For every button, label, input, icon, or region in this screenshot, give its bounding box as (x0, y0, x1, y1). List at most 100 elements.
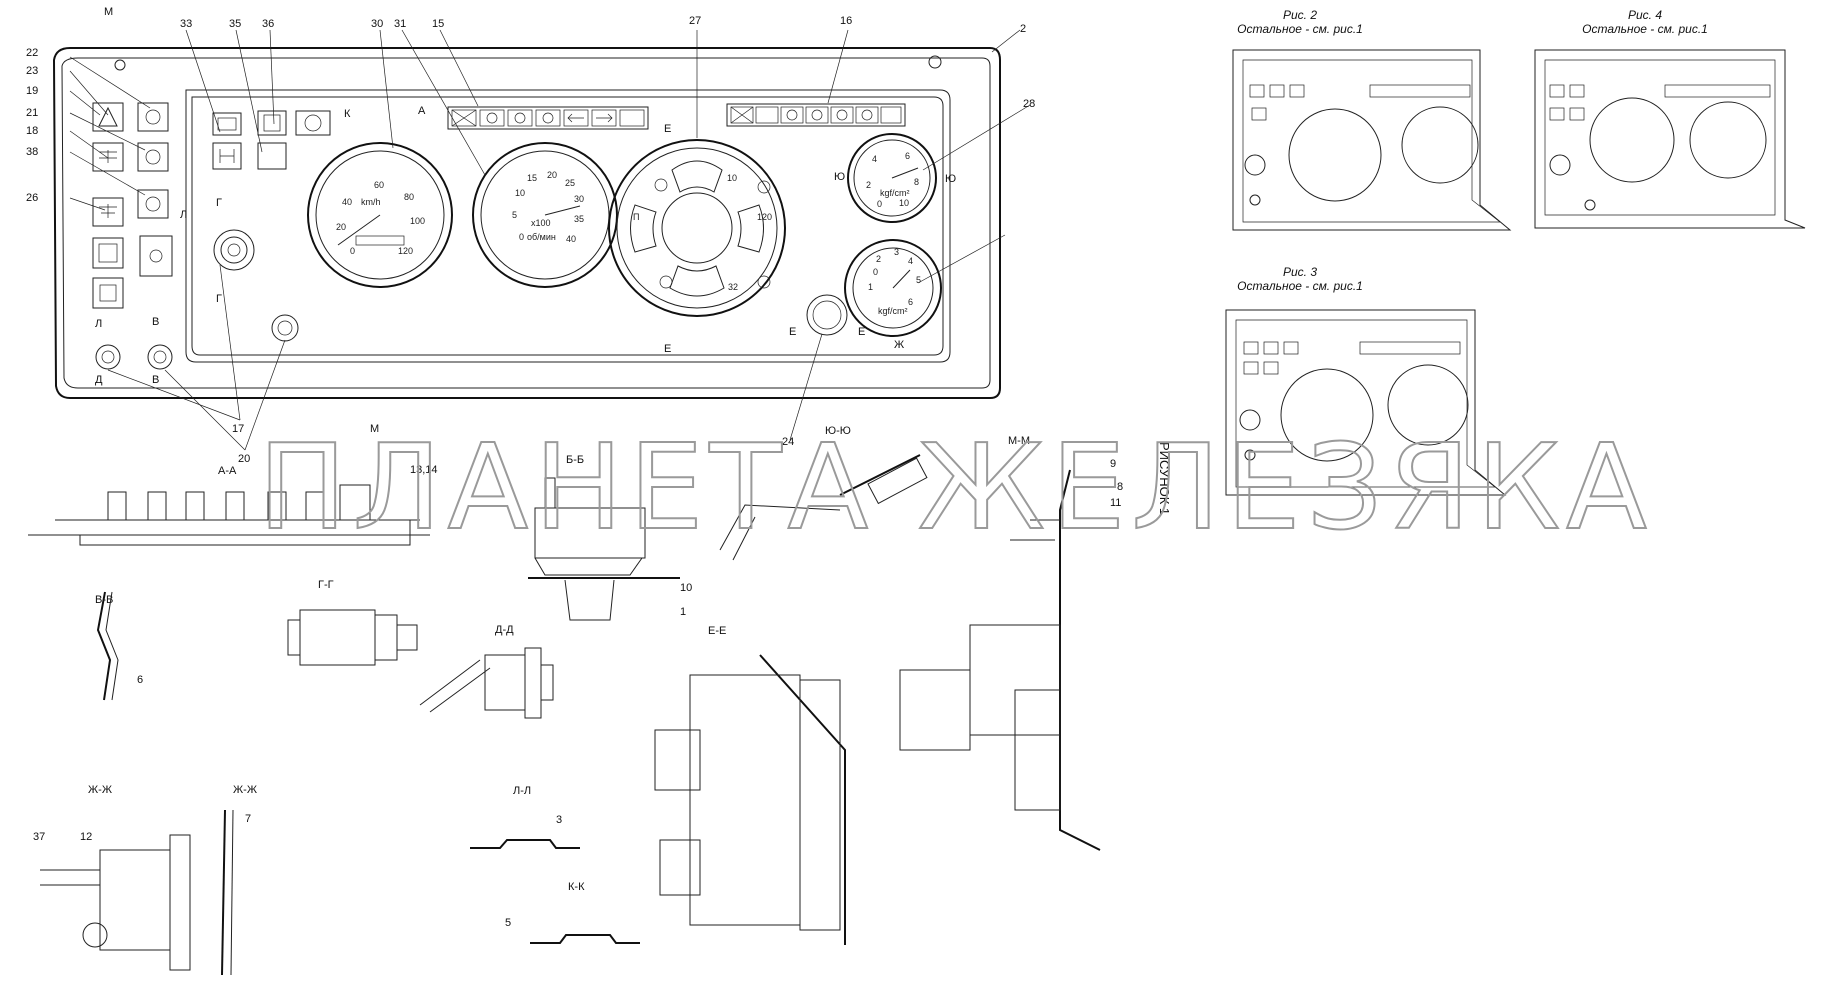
pbot-tick: 3 (894, 247, 899, 257)
pbot-tick: 2 (876, 254, 881, 264)
callout-label: 26 (26, 192, 38, 204)
figure-3: Рис. 3 Остальное - см. рис.1 (1225, 265, 1507, 496)
callout-label: 28 (1023, 98, 1035, 110)
tach-tick: 40 (566, 234, 576, 244)
figure-subtitle: Остальное - см. рис.1 (1237, 22, 1363, 36)
callout-label: 7 (245, 813, 251, 825)
section-ll: Л-Л (470, 785, 580, 849)
callout-label: 20 (238, 453, 250, 465)
combo-tick: 32 (728, 282, 738, 292)
speed-tick: 80 (404, 192, 414, 202)
callout-label: 27 (689, 15, 701, 27)
section-marker: Е (664, 343, 671, 355)
section-zh2: Ж-Ж (221, 784, 257, 976)
tach-tick: 20 (547, 170, 557, 180)
section-label: Л-Л (513, 785, 531, 797)
callout-label: 31 (394, 18, 406, 30)
tach-tick: 10 (515, 188, 525, 198)
combination-gauge: 10 120 32 П (608, 139, 786, 317)
callout-label: 33 (180, 18, 192, 30)
figure-4: Рис. 4 Остальное - см. рис.1 (1534, 8, 1806, 229)
callout-label: 9 (1110, 458, 1116, 470)
tach-tick: 5 (512, 210, 517, 220)
combo-tick: 120 (757, 212, 772, 222)
side-label: РИСУНОК 1 (1157, 442, 1172, 515)
section-marker: К (344, 108, 351, 120)
callout-label: 30 (371, 18, 383, 30)
section-marker: Д (95, 374, 103, 386)
speed-tick: 100 (410, 216, 425, 226)
speed-tick: 40 (342, 197, 352, 207)
speedometer: km/h 20 40 60 80 100 120 0 (307, 142, 453, 288)
pressure-gauge-top: 0 2 4 6 8 10 kgf/cm² (847, 133, 937, 223)
section-label: М-М (1008, 435, 1030, 447)
callout-label: 35 (229, 18, 241, 30)
speed-tick: 60 (374, 180, 384, 190)
callout-label: 17 (232, 423, 244, 435)
tach-tick: 25 (565, 178, 575, 188)
section-gg: Г-Г (287, 579, 418, 666)
pbot-tick: 5 (916, 275, 921, 285)
figure-title: Рис. 4 (1628, 8, 1662, 22)
section-marker: А (418, 105, 426, 117)
callout-label: 37 (33, 831, 45, 843)
section-vv: В-В (95, 591, 119, 701)
combo-tick: П (633, 212, 639, 222)
pbot-tick: 6 (908, 297, 913, 307)
speed-tick: 0 (350, 246, 355, 256)
section-marker: Ю (945, 173, 956, 185)
section-yuyu: Ю-Ю (719, 425, 928, 561)
section-label: Ж-Ж (88, 784, 112, 796)
ptop-tick: 2 (866, 180, 871, 190)
instrument-panel (52, 47, 1001, 399)
callout-label: 19 (26, 85, 38, 97)
callout-label: 36 (262, 18, 274, 30)
tach-unit: x100 (531, 218, 551, 228)
callout-label: 3 (556, 814, 562, 826)
callout-label: 16 (840, 15, 852, 27)
tach-tick: 35 (574, 214, 584, 224)
callout-label: 13,14 (410, 464, 438, 476)
section-zh1: Ж-Ж (40, 784, 191, 971)
section-kk: К-К (530, 881, 640, 944)
section-label: Ю-Ю (825, 425, 851, 437)
section-marker: Е (664, 123, 671, 135)
tach-tick: 15 (527, 173, 537, 183)
figure-subtitle: Остальное - см. рис.1 (1582, 22, 1708, 36)
speed-unit: km/h (361, 197, 381, 207)
ptop-tick: 6 (905, 151, 910, 161)
ptop-tick: 10 (899, 198, 909, 208)
callout-label: 2 (1020, 23, 1026, 35)
section-marker: М (104, 6, 113, 18)
pbot-unit: kgf/cm² (878, 306, 908, 316)
pbot-tick: 1 (868, 282, 873, 292)
section-marker: Г (216, 293, 222, 305)
figure-title: Рис. 2 (1283, 8, 1317, 22)
callout-label: 12 (80, 831, 92, 843)
callout-label: 24 (782, 436, 794, 448)
section-marker: Ж (894, 339, 904, 351)
pbot-tick: 4 (908, 256, 913, 266)
ptop-tick: 4 (872, 154, 877, 164)
section-aa: А-А (28, 465, 430, 546)
tach-unit2: об/мин (527, 232, 556, 242)
figure-subtitle: Остальное - см. рис.1 (1237, 279, 1363, 293)
section-marker: М (370, 423, 379, 435)
watermark-text: ПЛАНЕТА ЖЕЛЕЗЯКА (258, 418, 1653, 556)
section-mm: М-М (899, 435, 1101, 851)
section-ee: Е-Е (654, 625, 846, 945)
figure-2: Рис. 2 Остальное - см. рис.1 (1232, 8, 1512, 231)
callout-label: 23 (26, 65, 38, 77)
figure-title: Рис. 3 (1283, 265, 1317, 279)
section-label: А-А (218, 465, 237, 477)
section-label: К-К (568, 881, 585, 893)
warning-strip-16 (726, 103, 906, 127)
callout-label: 6 (137, 674, 143, 686)
callouts: 22 23 19 21 18 38 26 33 35 36 30 31 15 2… (26, 15, 1123, 929)
section-marker: Г (216, 197, 222, 209)
speed-tick: 120 (398, 246, 413, 256)
callout-label: 15 (432, 18, 444, 30)
section-label: Д-Д (495, 624, 514, 636)
ptop-tick: 0 (877, 199, 882, 209)
